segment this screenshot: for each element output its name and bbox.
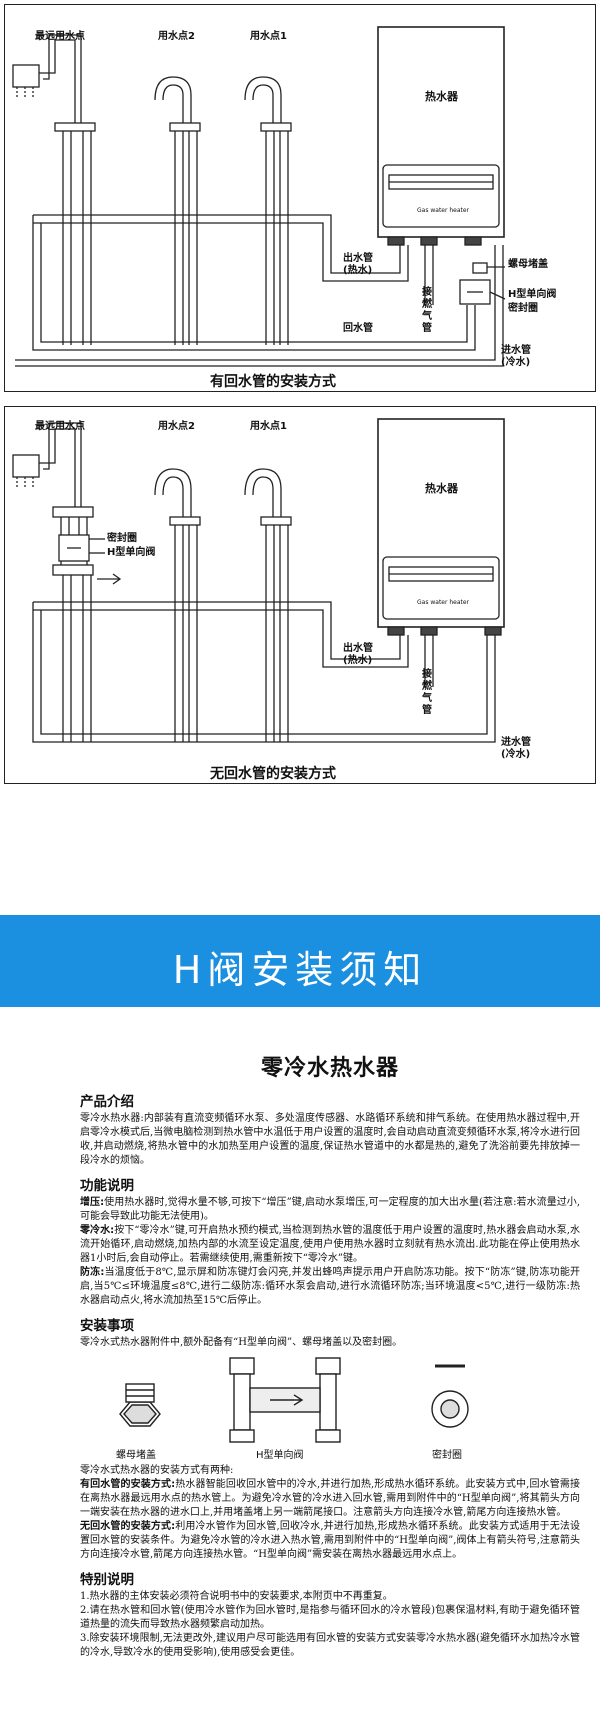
diagram1-pipes (12, 26, 506, 367)
section-heading-functions: 功能说明 (80, 1178, 134, 1194)
label-farthest-point: 最远用水点 (35, 31, 85, 42)
diagram-without-return-pipe: 最远用水点 用水点2 用水点1 热水器 Gas water heater 密封圈… (4, 406, 596, 784)
install-without-return-text: 利用冷水管作为回水管,回收冷水,并进行加热,形成热水循环系统。此安装方式适用于无… (80, 1521, 580, 1560)
caption-with-return: 有回水管的安装方式 (210, 374, 336, 390)
label-inlet: 进水管(冷水) (501, 345, 531, 368)
accessory-illustrations: 螺母堵盖 H型单向阀 密封圈 (80, 1354, 580, 1462)
label-valve: H型单向阀 (508, 289, 557, 300)
label-return: 回水管 (343, 323, 373, 334)
label-gas: 接燃气管 (422, 669, 432, 716)
label-heater-small: Gas water heater (417, 207, 470, 214)
diagram2-pipes (12, 418, 505, 743)
note-1: 1.热水器的主体安装必须符合说明书中的安装要求,本附页中不再重复。 (80, 1591, 393, 1602)
install-with-return-text: 热水器智能回收回水管中的冷水,并进行加热,形成热水循环系统。此安装方式中,回水管… (80, 1479, 580, 1518)
doc-title: 零冷水热水器 (260, 1055, 399, 1081)
label-outlet: 出水管(热水) (343, 643, 373, 666)
function-zero-cold: 零冷水:按下“零冷水”键,可开启热水预约模式,当检测到热水管的温度低于用户设置的… (80, 1224, 580, 1266)
banner-title: H阀安装须知 (172, 948, 428, 992)
install-without-return-key: 无回水管的安装方式: (80, 1521, 176, 1532)
install-without-return: 无回水管的安装方式:利用冷水管作为回水管,回收冷水,并进行加热,形成热水循环系统… (80, 1520, 580, 1562)
install-with-return: 有回水管的安装方式:热水器智能回收回水管中的冷水,并进行加热,形成热水循环系统。… (80, 1478, 580, 1520)
install-with-return-key: 有回水管的安装方式: (80, 1479, 176, 1490)
instruction-document: 零冷水热水器 产品介绍 零冷水热水器:内部装有直流变频循环水泵、多处温度传感器、… (80, 1050, 580, 1660)
label-heater-small: Gas water heater (417, 599, 470, 606)
function-antifreeze-text: 当温度低于8℃,显示屏和防冻键灯会闪亮,并发出蜂鸣声提示用户开启防冻功能。按下“… (80, 1267, 581, 1306)
function-antifreeze-key: 防冻: (80, 1267, 105, 1278)
accessory-drawings (119, 1357, 469, 1443)
part-label-valve: H型单向阀 (256, 1450, 304, 1461)
note-2: 2.请在热水管和回水管(使用冷水管作为回水管时,是指参与循环回水的冷水管段)包裹… (80, 1605, 580, 1630)
part-label-seal: 密封圈 (432, 1450, 462, 1461)
label-heater: 热水器 (425, 90, 458, 103)
install-accessories-text: 零冷水式热水器附件中,额外配备有“H型单向阀”、螺母堵盖以及密封圈。 (80, 1337, 403, 1348)
section-heading-notes: 特别说明 (80, 1572, 134, 1588)
section-banner: H阀安装须知 (0, 915, 600, 1007)
label-point-2: 用水点2 (158, 421, 195, 432)
function-zero-cold-key: 零冷水: (80, 1225, 115, 1236)
function-zero-cold-text: 按下“零冷水”键,可开启热水预约模式,当检测到热水管的温度低于用户设置的温度时,… (80, 1225, 580, 1264)
label-nut: 螺母堵盖 (508, 259, 548, 270)
install-intro: 零冷水式热水器的安装方式有两种: (80, 1465, 234, 1476)
label-valve: H型单向阀 (107, 547, 156, 558)
label-outlet: 出水管(热水) (343, 253, 373, 276)
function-boost-text: 使用热水器时,觉得水量不够,可按下“增压”键,启动水泵增压,可一定程度的加大出水… (80, 1197, 581, 1222)
label-gas: 接燃气管 (422, 287, 432, 334)
function-boost-key: 增压: (80, 1197, 105, 1208)
label-seal: 密封圈 (508, 303, 538, 314)
function-antifreeze: 防冻:当温度低于8℃,显示屏和防冻键灯会闪亮,并发出蜂鸣声提示用户开启防冻功能。… (80, 1266, 580, 1308)
label-farthest-point: 最远用水点 (35, 421, 85, 432)
label-point-1: 用水点1 (250, 31, 287, 42)
label-seal: 密封圈 (107, 533, 137, 544)
caption-without-return: 无回水管的安装方式 (210, 766, 336, 782)
part-label-nut: 螺母堵盖 (116, 1450, 156, 1461)
note-3: 3.除安装环境限制,无法更改外,建议用户尽可能选用有回水管的安装方式安装零冷水热… (80, 1633, 580, 1658)
label-inlet: 进水管(冷水) (501, 737, 531, 760)
function-boost: 增压:使用热水器时,觉得水量不够,可按下“增压”键,启动水泵增压,可一定程度的加… (80, 1196, 580, 1224)
diagram-with-return-pipe: 最远用水点 用水点2 用水点1 热水器 Gas water heater 出水管… (4, 4, 596, 392)
label-point-1: 用水点1 (250, 421, 287, 432)
label-point-2: 用水点2 (158, 31, 195, 42)
label-heater: 热水器 (425, 482, 458, 495)
section-heading-intro: 产品介绍 (80, 1094, 134, 1110)
section-heading-install: 安装事项 (80, 1318, 134, 1334)
intro-text: 零冷水热水器:内部装有直流变频循环水泵、多处温度传感器、水路循环系统和排气系统。… (80, 1113, 580, 1166)
